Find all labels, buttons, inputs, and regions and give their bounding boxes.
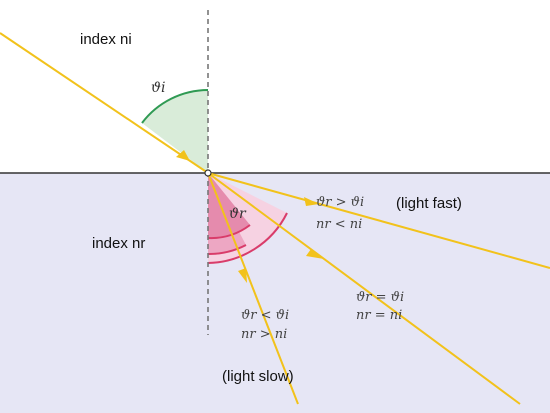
relation-slow-index: nr > ni — [241, 327, 287, 342]
refracted-ray-slow — [207, 172, 299, 405]
relation-fast-index: nr < ni — [316, 217, 362, 232]
relation-equal-index: nr = ni — [356, 308, 402, 323]
refraction-arc-equal — [207, 224, 251, 240]
refracted-ray-equal — [207, 172, 521, 405]
refraction-arc-outer — [207, 212, 288, 264]
label-index-nr: index nr — [92, 235, 145, 252]
incident-ray — [0, 32, 209, 174]
incident-arrow-icon — [176, 150, 190, 161]
relation-slow-angle: ϑr < ϑi — [241, 308, 289, 323]
refracted-ray-fast — [207, 172, 550, 269]
refraction-wedge-equal — [208, 173, 250, 239]
incident-wedge — [142, 90, 208, 173]
fast-arrow-icon — [304, 197, 319, 206]
incidence-point — [204, 169, 212, 177]
relation-fast-angle: ϑr > ϑi — [316, 195, 364, 210]
relation-equal-angle: ϑr = ϑi — [356, 290, 404, 305]
label-light-slow: (light slow) — [222, 368, 294, 385]
label-index-ni: index ni — [80, 31, 132, 48]
incident-arc — [141, 89, 209, 124]
label-light-fast: (light fast) — [396, 195, 462, 212]
angle-label-incident: ϑi — [151, 80, 166, 96]
refraction-arc-slow — [207, 244, 247, 256]
equal-arrow-icon — [306, 249, 324, 259]
angle-label-refracted: ϑr — [229, 206, 247, 222]
slow-arrow-icon — [238, 268, 247, 283]
